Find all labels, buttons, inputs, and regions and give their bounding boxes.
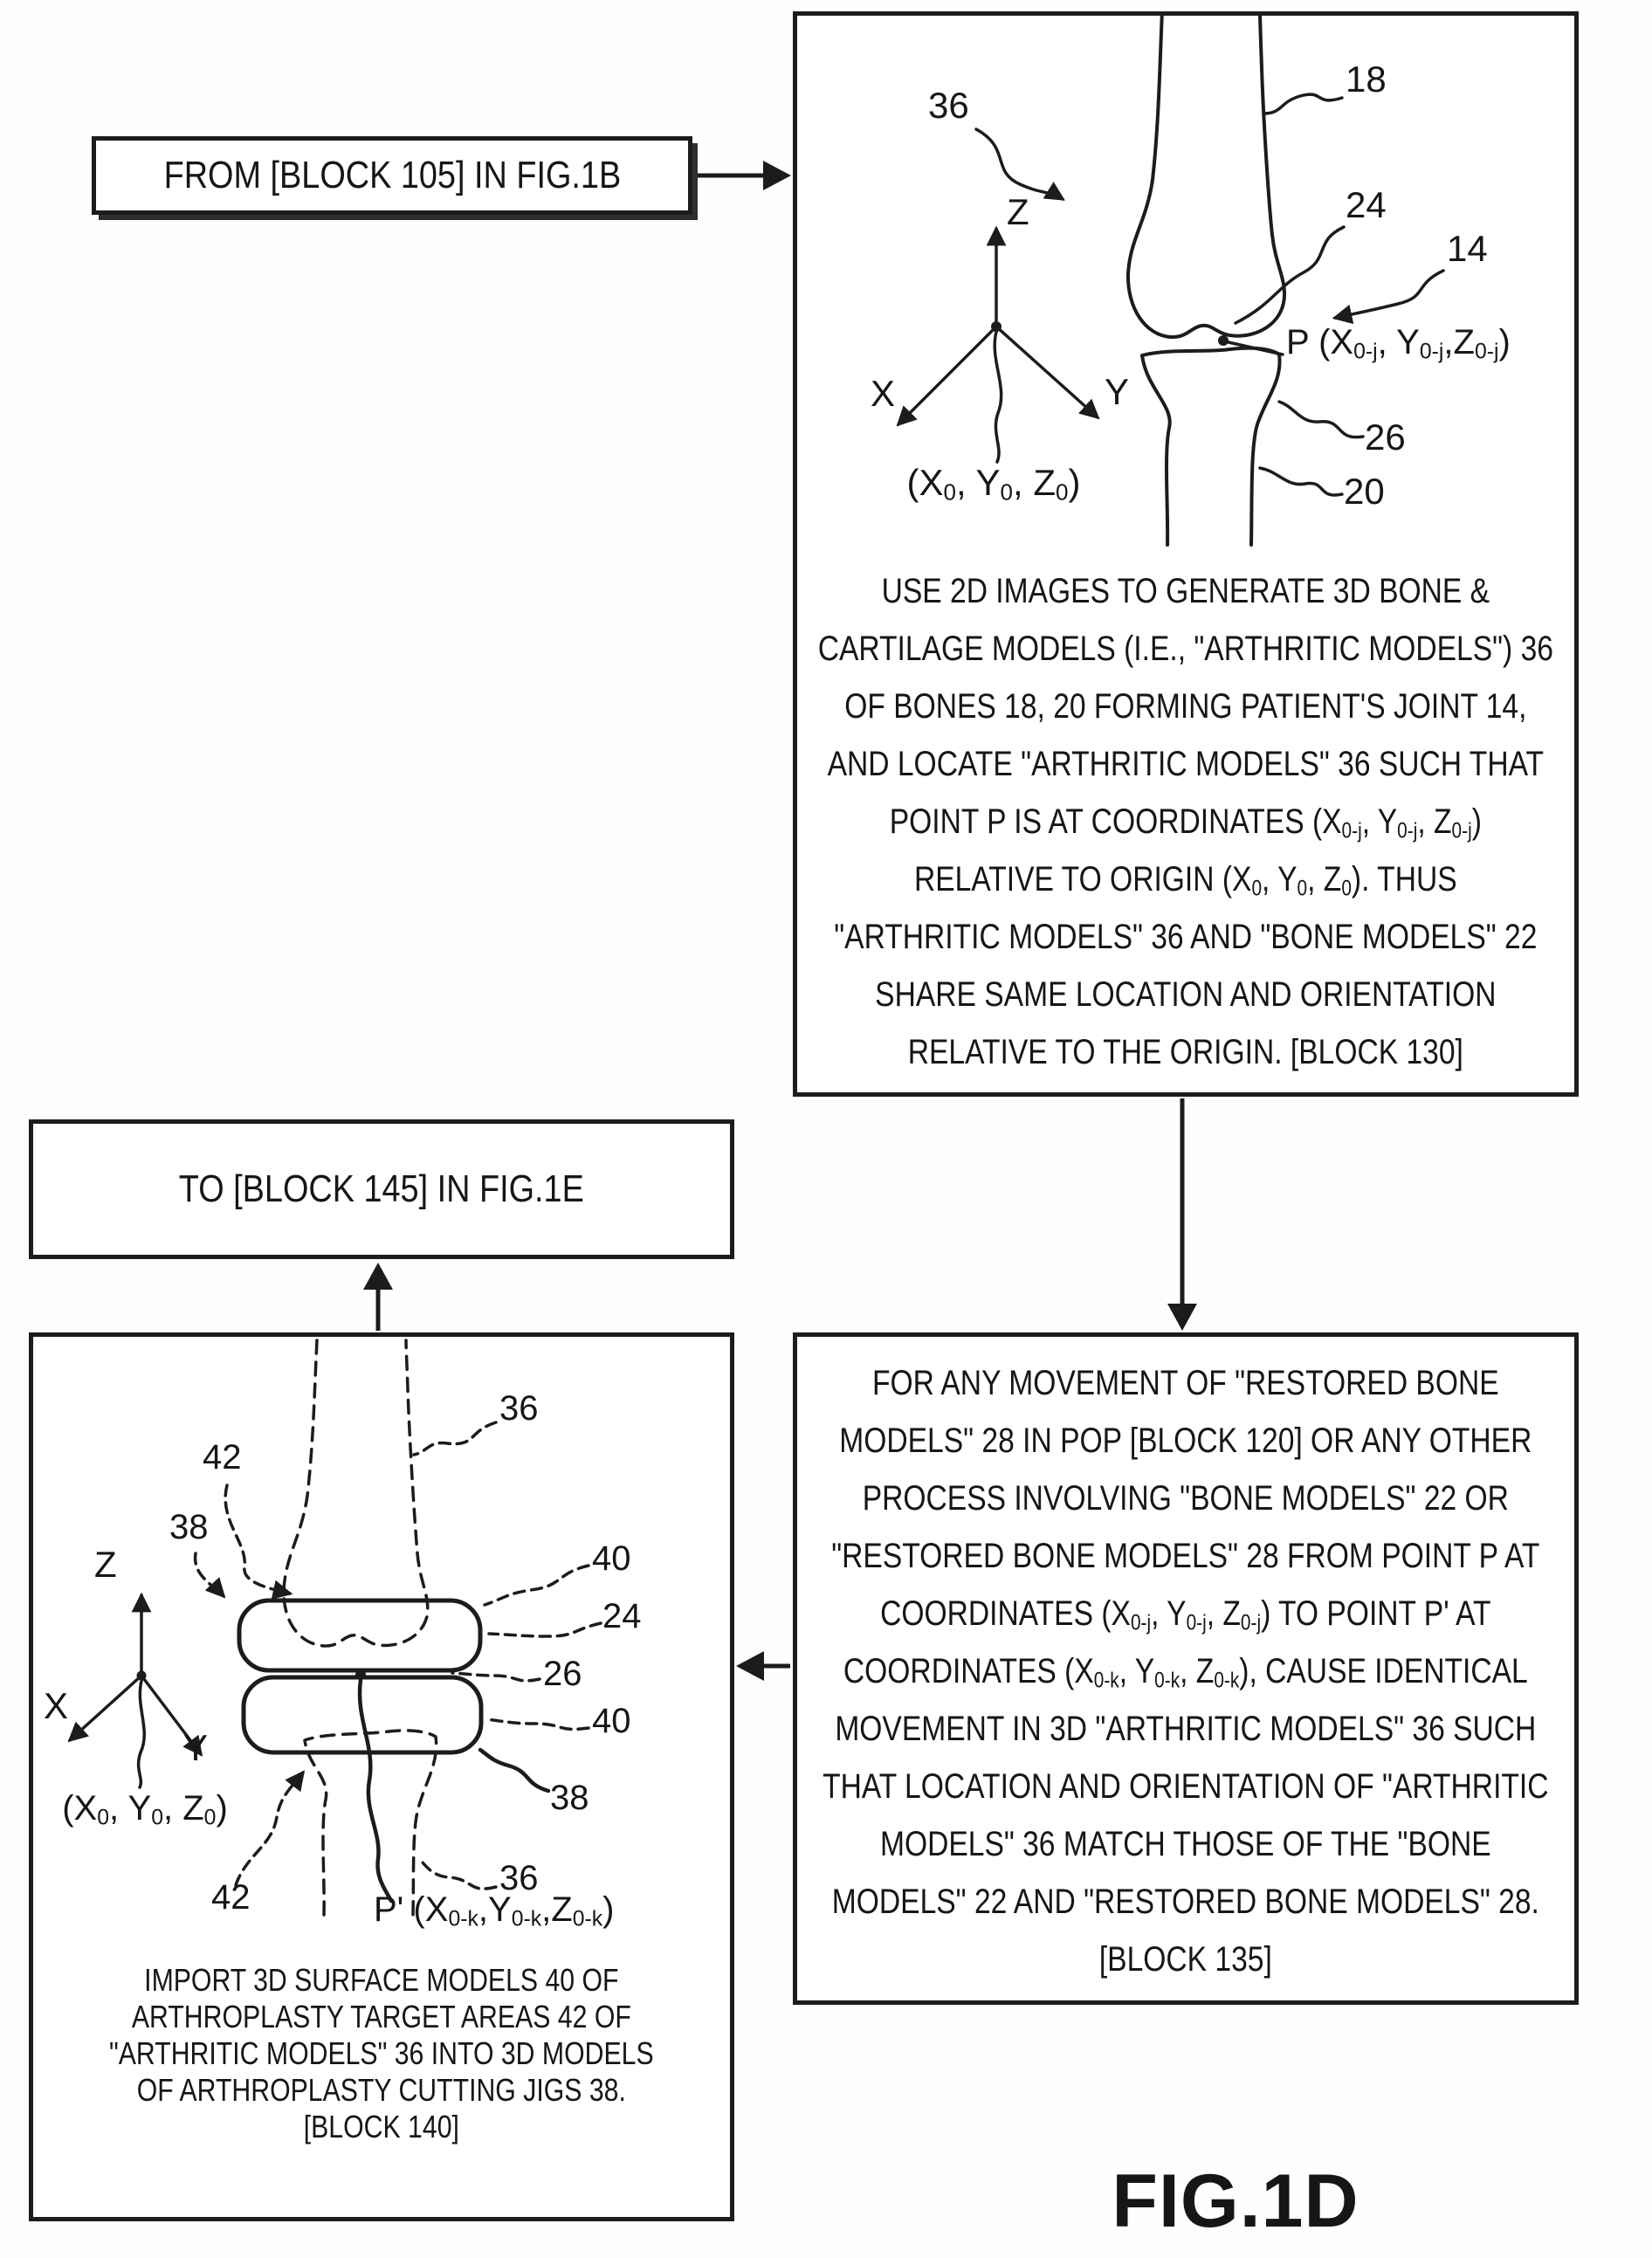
z-axis-label: Z [94,1544,117,1585]
ref-40-bottom-leader [484,1718,590,1731]
origin-label-leader [136,1679,146,1789]
origin-coordinates-label: (X0, Y0, Z0) [62,1789,228,1830]
z-axis-label: Z [1007,191,1029,232]
ref-36-bottom-leader [420,1860,498,1890]
ref-38-top-label: 38 [169,1508,209,1546]
from-block-105-box: FROM [BLOCK 105] IN FIG.1B [92,136,692,215]
ref-36-top-leader [412,1421,498,1456]
origin-label-leader [993,330,1003,464]
origin-point [991,321,1002,332]
ref-20-leader [1258,466,1344,497]
ref-40-top-leader [483,1564,590,1607]
cutting-jigs-diagram [67,1339,602,1917]
arrowhead-right-icon [763,161,791,190]
block-130-text: USE 2D IMAGES TO GENERATE 3D BONE &CARTI… [817,572,1553,1071]
point-p-label: P (X0-j, Y0-j,Z0-j) [1286,323,1511,364]
tibia-outline [1140,346,1282,547]
point-p-prime-dot [355,1669,366,1680]
x-axis-label: X [871,373,896,414]
ref-36-leader [974,127,1065,201]
figure-title: FIG.1D [1112,2159,1359,2243]
ref-26-leader [451,1671,541,1683]
y-axis [140,1674,203,1757]
ref-38-bottom-leader [478,1747,551,1793]
ref-26-label: 26 [1365,416,1406,458]
cutting-jig-top [237,1598,483,1673]
from-block-105-label: FROM [BLOCK 105] IN FIG.1B [163,154,621,196]
ref-38-bottom-label: 38 [550,1779,589,1817]
block-140-box: Z X Y (X0, Y0, Z0) 42 38 36 40 24 26 40 … [29,1332,734,2221]
to-block-145-label: TO [BLOCK 145] IN FIG.1E [178,1167,585,1210]
arthritic-models-joint-diagram [896,16,1445,547]
arrowhead-left-icon [736,1651,764,1681]
ref-24-label: 24 [1346,184,1387,225]
ref-42-top-label: 42 [203,1438,242,1477]
origin-point [136,1670,147,1681]
ref-26-leader [1277,400,1365,439]
ref-18-label: 18 [1346,59,1387,100]
ref-36-bottom-label: 36 [499,1859,539,1897]
ref-24-leader [487,1621,602,1638]
ref-40-top-label: 40 [592,1539,631,1578]
x-axis-label: X [44,1685,69,1726]
point-p-prime-leader [357,1677,394,1903]
y-axis-label: Y [183,1727,209,1768]
ref-24-label: 24 [602,1597,642,1635]
tibia-dashed-outline [303,1729,438,1917]
block-130-box: Z X Y (X0, Y0, Z0) 36 18 24 14 26 20 P (… [793,11,1579,1097]
ref-18-leader [1262,93,1344,115]
ref-14-leader [1332,269,1445,325]
ref-38-top-leader [193,1552,226,1599]
x-axis [67,1674,143,1743]
y-axis-label: Y [1105,371,1130,412]
y-axis [995,325,1100,420]
point-p-dot [1218,335,1229,346]
ref-42-top-leader [224,1484,293,1600]
point-p-leader [1227,341,1284,356]
ref-36-label: 36 [928,85,969,126]
to-block-145-box: TO [BLOCK 145] IN FIG.1E [29,1119,734,1259]
point-p-prime-label: P' (X0-k,Y0-k,Z0-k) [374,1890,615,1931]
femur-outline [1125,16,1286,340]
ref-36-top-label: 36 [499,1389,539,1428]
arrowhead-up-icon [363,1263,393,1290]
ref-40-bottom-label: 40 [592,1702,631,1740]
ref-24-leader [1234,225,1346,325]
arrowhead-down-icon [1167,1304,1197,1331]
ref-42-bottom-label: 42 [211,1878,251,1917]
ref-26-label: 26 [543,1655,582,1693]
x-axis [896,325,998,427]
ref-14-label: 14 [1447,228,1488,269]
ref-42-bottom-leader [234,1770,306,1887]
ref-20-label: 20 [1344,471,1385,512]
origin-coordinates-label: (X0, Y0, Z0) [906,462,1081,506]
